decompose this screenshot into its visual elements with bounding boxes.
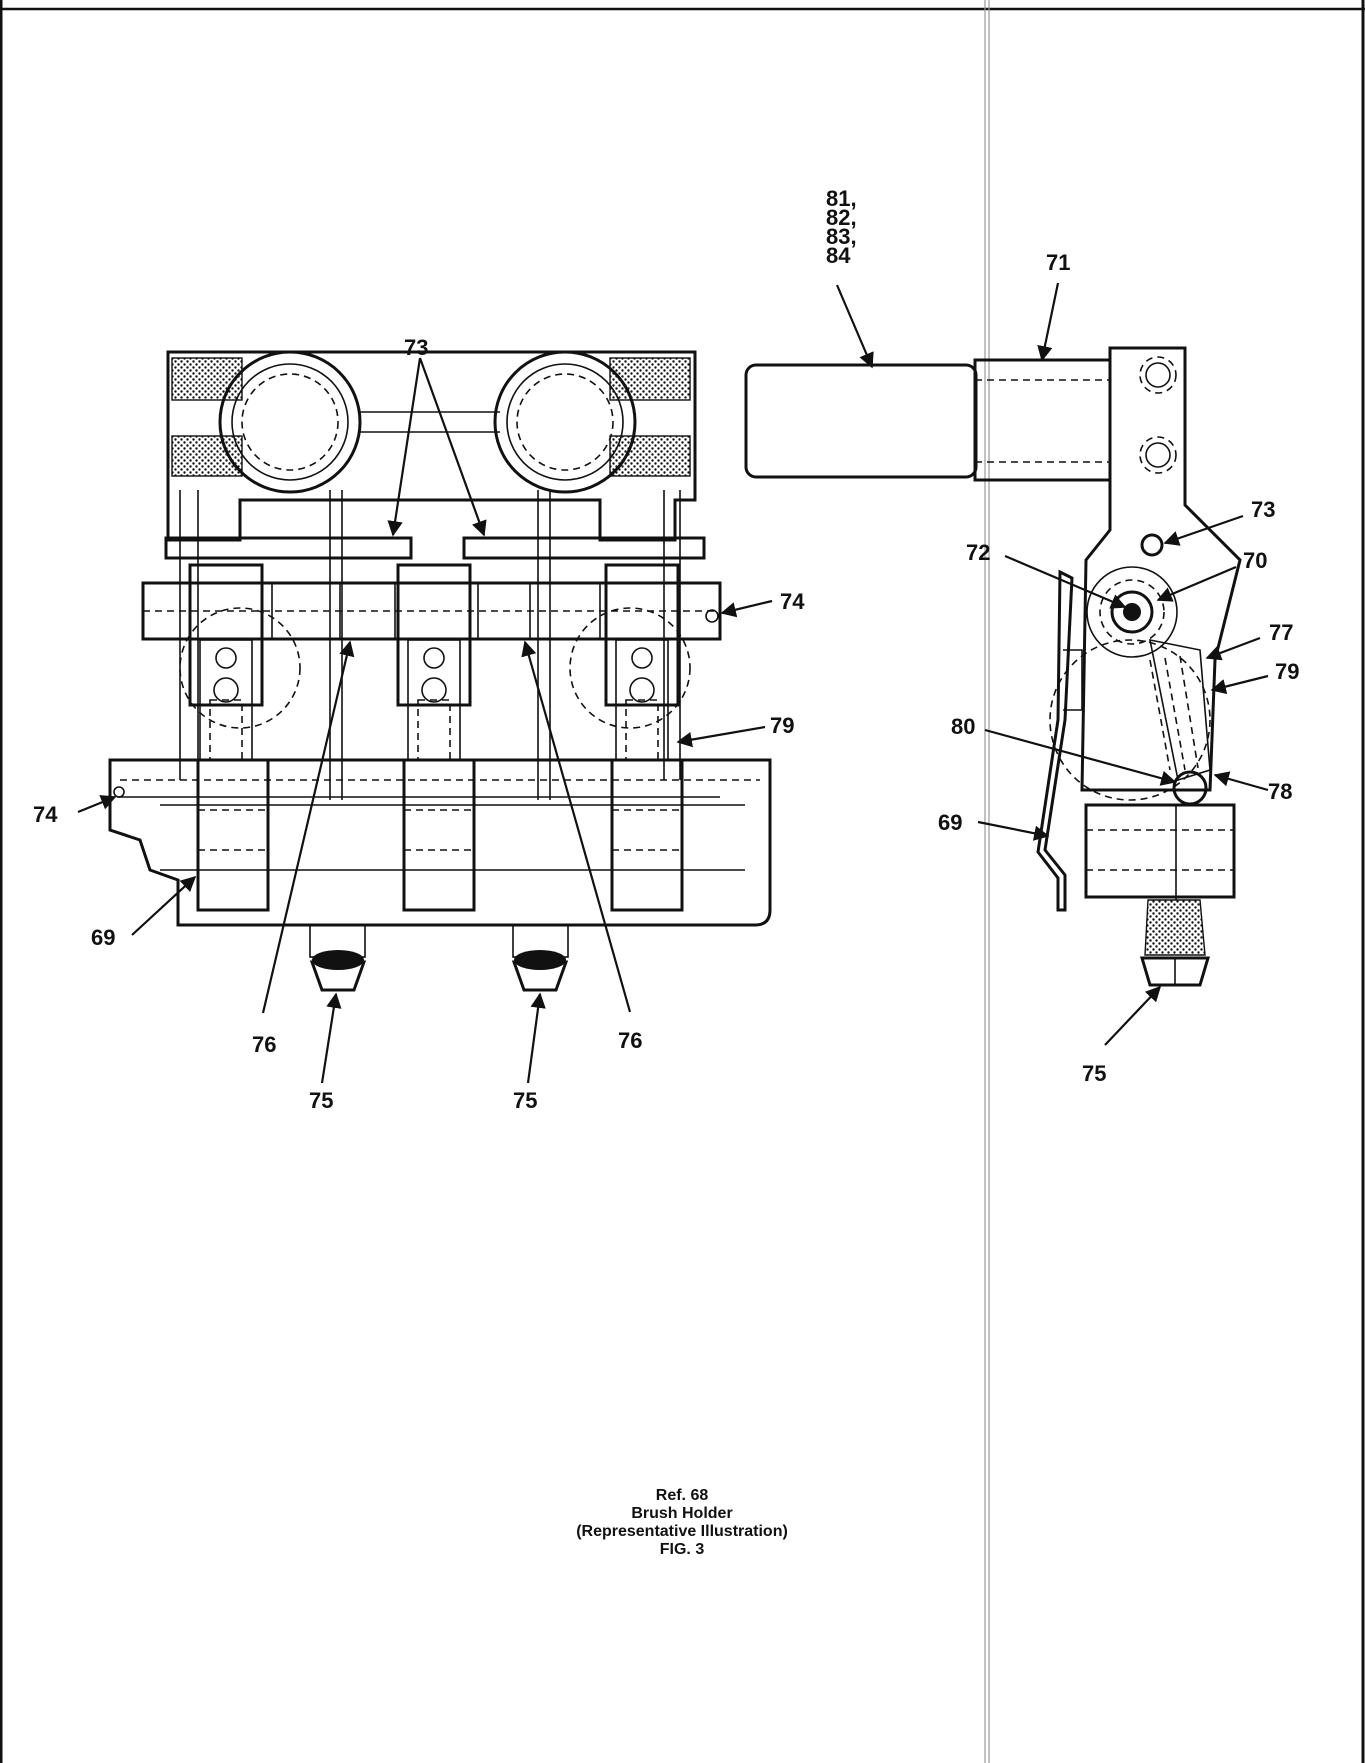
callout-81-84: 81, 82, 83, 84 <box>826 186 863 268</box>
pin-73-side <box>1140 533 1164 557</box>
callout-75-front-left: 75 <box>309 1088 333 1113</box>
base-block <box>1084 803 1236 899</box>
callout-69-front: 69 <box>91 925 115 950</box>
caption-ref: Ref. 68 <box>655 1487 709 1504</box>
caption-title: Brush Holder <box>631 1505 733 1522</box>
callout-76-front-left: 76 <box>252 1032 276 1057</box>
callout-70-side: 70 <box>1243 548 1267 573</box>
callout-74-front-right: 74 <box>780 589 805 614</box>
plate-73-left <box>164 536 413 560</box>
callout-72-side: 72 <box>966 540 990 565</box>
brush-holder-1 <box>188 563 270 912</box>
spring-arm-79 <box>1148 638 1211 782</box>
spring-circle <box>179 607 301 729</box>
callout-76-front-right: 76 <box>618 1028 642 1053</box>
callout-80-side: 80 <box>951 714 975 739</box>
callout-73-side: 73 <box>1251 497 1275 522</box>
callout-79-front: 79 <box>770 713 794 738</box>
callout-69-side: 69 <box>938 810 962 835</box>
stipple-pad <box>609 357 691 401</box>
callout-77-side: 77 <box>1269 620 1293 645</box>
callout-78-side: 78 <box>1268 779 1292 804</box>
front-view <box>108 350 772 992</box>
plate-73-right <box>462 536 706 560</box>
screw-75-right <box>511 924 569 992</box>
brush-holder-3 <box>604 563 684 912</box>
spring-arm-69 <box>1036 569 1074 912</box>
callout-73-front: 73 <box>404 335 428 360</box>
side-view <box>744 346 1242 987</box>
screw-75-left <box>309 924 367 992</box>
figure-caption: Ref. 68 Brush Holder (Representative Ill… <box>482 1487 882 1559</box>
base-plate <box>108 758 772 927</box>
callout-75-side: 75 <box>1082 1061 1106 1086</box>
caption-subtitle: (Representative Illustration) <box>576 1523 788 1540</box>
callout-74-front-left: 74 <box>33 802 58 827</box>
callout-labels: 73 74 74 79 69 76 76 75 75 81, 82, 83, 8… <box>33 186 1299 1113</box>
right-ring <box>493 350 637 494</box>
hole-74-right <box>705 609 719 623</box>
brush-holder-2 <box>396 563 476 912</box>
pivot-70-72 <box>1086 566 1178 658</box>
callout-79-side: 79 <box>1275 659 1299 684</box>
callout-71-side: 71 <box>1046 250 1070 275</box>
front-top-bracket <box>166 350 697 542</box>
spring-circle-side <box>1049 639 1211 801</box>
ring-cross-bar <box>360 411 500 433</box>
stipple-pad <box>171 435 243 477</box>
brush-81-84 <box>744 363 978 479</box>
callout-75-front-right: 75 <box>513 1088 537 1113</box>
stipple-pad <box>609 435 691 477</box>
left-ring <box>218 350 362 494</box>
shaft-sections <box>271 583 601 639</box>
caption-figure-number: FIG. 3 <box>659 1541 705 1558</box>
stipple-pad <box>171 357 243 401</box>
mount-plate <box>1080 346 1242 792</box>
spring-circle <box>569 607 691 729</box>
hole-74-left <box>113 786 125 798</box>
leader-lines <box>77 282 1269 1084</box>
screw-75-side <box>1139 899 1211 987</box>
base-inner <box>160 804 745 871</box>
